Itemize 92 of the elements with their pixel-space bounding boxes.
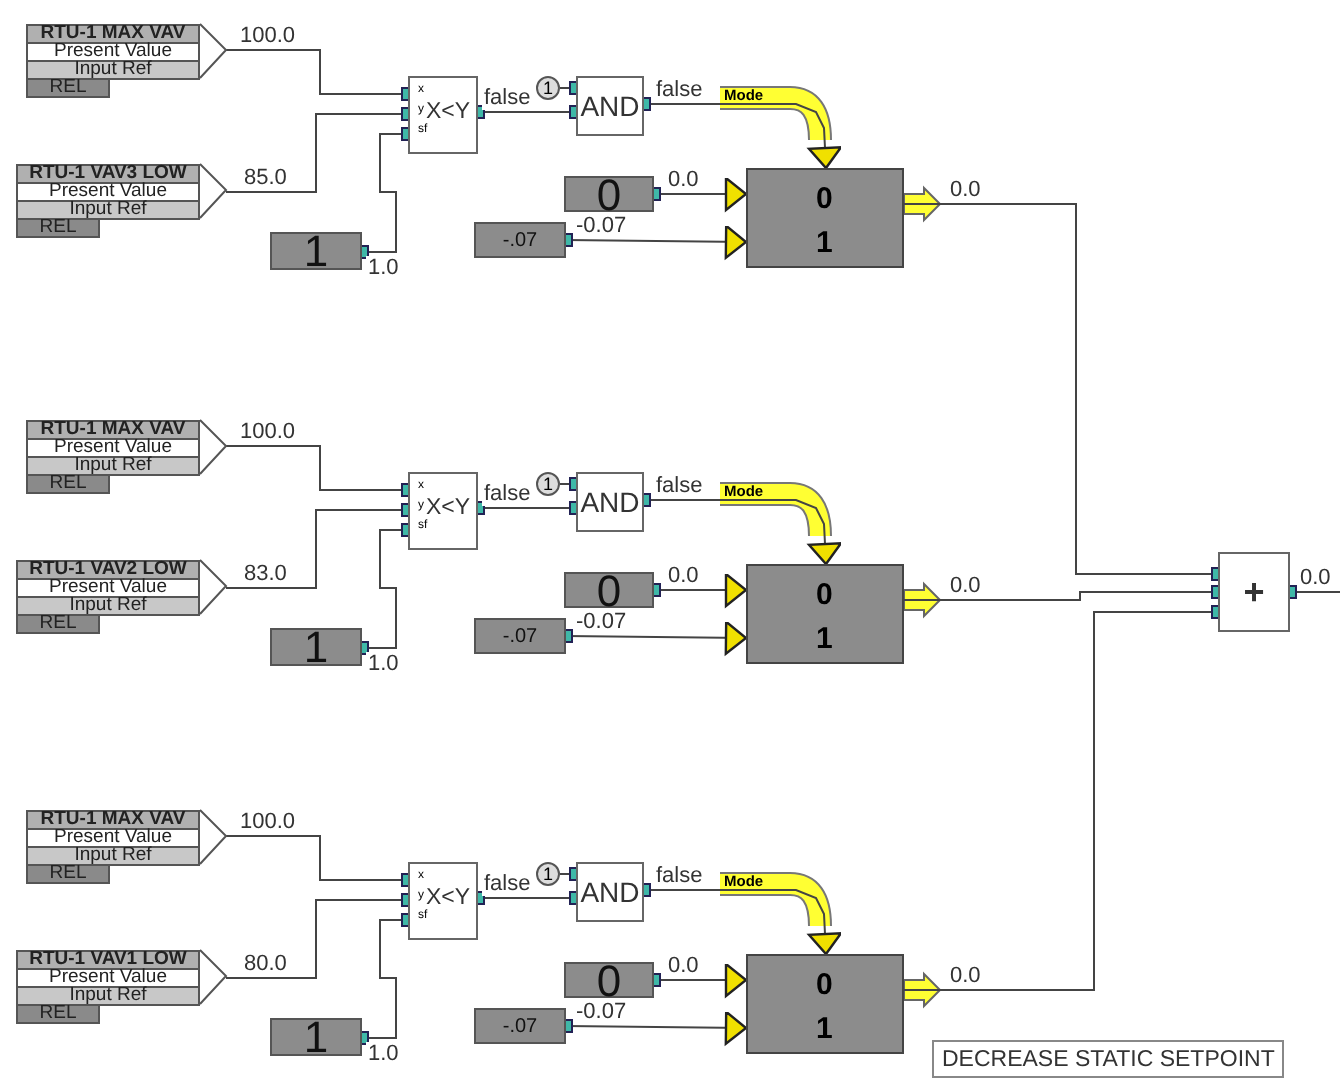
operator-label: X<Y — [426, 886, 471, 910]
rel-tag: REL — [26, 78, 110, 98]
constant-value: -.07 — [502, 625, 538, 647]
point-name-field: RTU-1 VAV3 LOW — [16, 164, 200, 184]
operator-label: AND — [580, 876, 640, 908]
input-ref-field: Input Ref — [26, 456, 200, 476]
constant-block — [564, 176, 654, 212]
constant-value: 0 — [596, 567, 622, 613]
value-label: 0.0 — [666, 564, 701, 588]
rel-tag: REL — [26, 864, 110, 884]
switch-block — [746, 954, 904, 1054]
input-ref-field: Input Ref — [16, 200, 200, 220]
value-label: false — [654, 474, 705, 498]
point-name-field: RTU-1 VAV2 LOW — [16, 560, 200, 580]
point-name-field: RTU-1 VAV1 LOW — [16, 950, 200, 970]
constant-value: 1 — [303, 624, 329, 670]
value-label: 80.0 — [242, 952, 289, 976]
value-label: 83.0 — [242, 562, 289, 586]
note-box — [932, 1040, 1284, 1078]
constant-value: 1 — [542, 475, 553, 493]
switch-input-label: 0 — [816, 970, 833, 1002]
value-label: false — [482, 872, 533, 896]
input-ref-field: Input Ref — [16, 596, 200, 616]
comparator-block — [408, 862, 478, 940]
constant-value: 1 — [542, 865, 553, 883]
point-name-field: RTU-1 MAX VAV — [26, 24, 200, 44]
constant-circle — [536, 862, 560, 886]
value-label: 100.0 — [238, 810, 298, 834]
value-label: 0.0 — [1298, 566, 1333, 590]
value-label: false — [654, 864, 705, 888]
value-label: 0.0 — [948, 574, 983, 598]
point-name-field: RTU-1 MAX VAV — [26, 420, 200, 440]
value-label: 0.0 — [666, 954, 701, 978]
value-label: -0.07 — [574, 1000, 629, 1024]
rel-tag: REL — [16, 614, 100, 634]
rel-tag: REL — [16, 1004, 100, 1024]
switch-input-label: 0 — [816, 184, 833, 216]
sum-block — [1218, 552, 1290, 632]
switch-block — [746, 564, 904, 664]
constant-value: -.07 — [502, 1015, 538, 1037]
constant-block — [474, 222, 566, 258]
value-label: 1.0 — [366, 652, 401, 676]
constant-block — [564, 962, 654, 998]
operator-label: X<Y — [426, 496, 471, 520]
value-label: 0.0 — [948, 178, 983, 202]
constant-value: 1 — [542, 79, 553, 97]
rel-tag: REL — [16, 218, 100, 238]
value-label: false — [482, 86, 533, 110]
constant-block — [564, 572, 654, 608]
constant-value: 1 — [303, 228, 329, 274]
constant-block — [270, 628, 362, 666]
constant-value: -.07 — [502, 229, 538, 251]
constant-block — [474, 1008, 566, 1044]
input-ref-field: Input Ref — [26, 60, 200, 80]
operator-label: AND — [580, 486, 640, 518]
switch-input-label: 1 — [816, 228, 833, 260]
value-label: false — [482, 482, 533, 506]
rel-tag: REL — [26, 474, 110, 494]
comparator-block — [408, 472, 478, 550]
constant-circle — [536, 472, 560, 496]
switch-block — [746, 168, 904, 268]
operator-label: X<Y — [426, 100, 471, 124]
value-label: 0.0 — [948, 964, 983, 988]
switch-input-label: 1 — [816, 1014, 833, 1046]
constant-value: 0 — [596, 957, 622, 1003]
constant-block — [474, 618, 566, 654]
value-label: 0.0 — [666, 168, 701, 192]
value-label: 1.0 — [366, 1042, 401, 1066]
constant-value: 0 — [596, 171, 622, 217]
switch-input-label: 1 — [816, 624, 833, 656]
value-label: false — [654, 78, 705, 102]
value-label: 100.0 — [238, 24, 298, 48]
value-label: 85.0 — [242, 166, 289, 190]
comparator-block — [408, 76, 478, 154]
constant-block — [270, 1018, 362, 1056]
value-label: -0.07 — [574, 214, 629, 238]
and-gate-block — [576, 862, 644, 922]
constant-block — [270, 232, 362, 270]
input-ref-field: Input Ref — [26, 846, 200, 866]
and-gate-block — [576, 472, 644, 532]
operator-label: + — [1243, 576, 1265, 608]
constant-circle — [536, 76, 560, 100]
point-name-field: RTU-1 MAX VAV — [26, 810, 200, 830]
operator-label: AND — [580, 90, 640, 122]
value-label: 100.0 — [238, 420, 298, 444]
note-text: DECREASE STATIC SETPOINT — [942, 1047, 1275, 1071]
constant-value: 1 — [303, 1014, 329, 1060]
and-gate-block — [576, 76, 644, 136]
value-label: 1.0 — [366, 256, 401, 280]
value-label: -0.07 — [574, 610, 629, 634]
switch-input-label: 0 — [816, 580, 833, 612]
input-ref-field: Input Ref — [16, 986, 200, 1006]
